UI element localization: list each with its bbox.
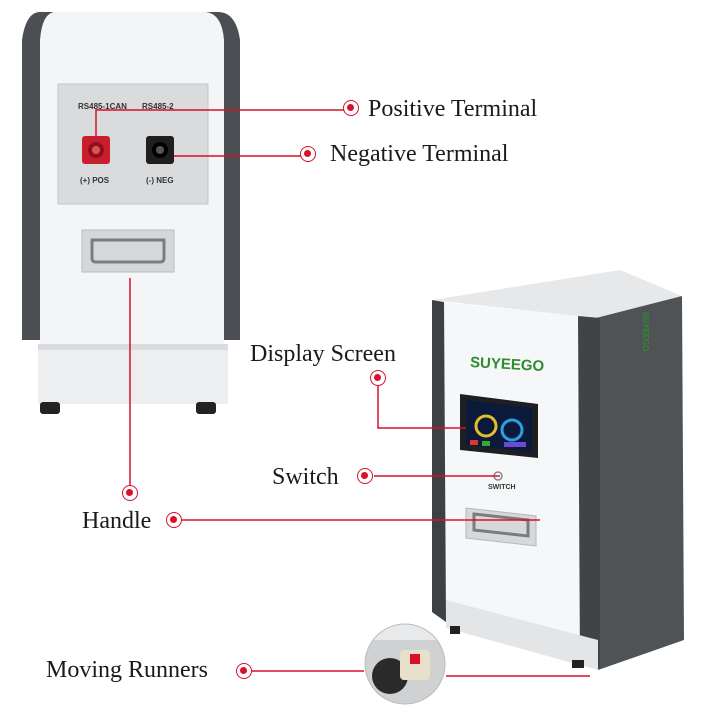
moving-runners-marker	[236, 663, 252, 679]
positive-terminal-marker	[343, 100, 359, 116]
handle-label: Handle	[82, 508, 152, 534]
switch-label: SWITCH	[488, 484, 516, 491]
switch-marker	[357, 468, 373, 484]
port-label-2: RS485-2	[142, 102, 174, 111]
handle-marker	[166, 512, 182, 528]
neg-terminal-label: (-) NEG	[146, 176, 174, 185]
display-screen-marker	[370, 370, 386, 386]
moving-runners-label: Moving Runners	[46, 657, 208, 683]
port-label-1: RS485-1CAN	[78, 102, 127, 111]
switch-callout-label: Switch	[272, 464, 339, 490]
negative-terminal-marker	[300, 146, 316, 162]
positive-terminal-label: Positive Terminal	[368, 96, 538, 122]
display-screen-label: Display Screen	[250, 341, 396, 367]
pos-terminal-label: (+) POS	[80, 176, 110, 185]
handle-marker-front	[122, 485, 138, 501]
negative-terminal-label: Negative Terminal	[330, 141, 509, 167]
